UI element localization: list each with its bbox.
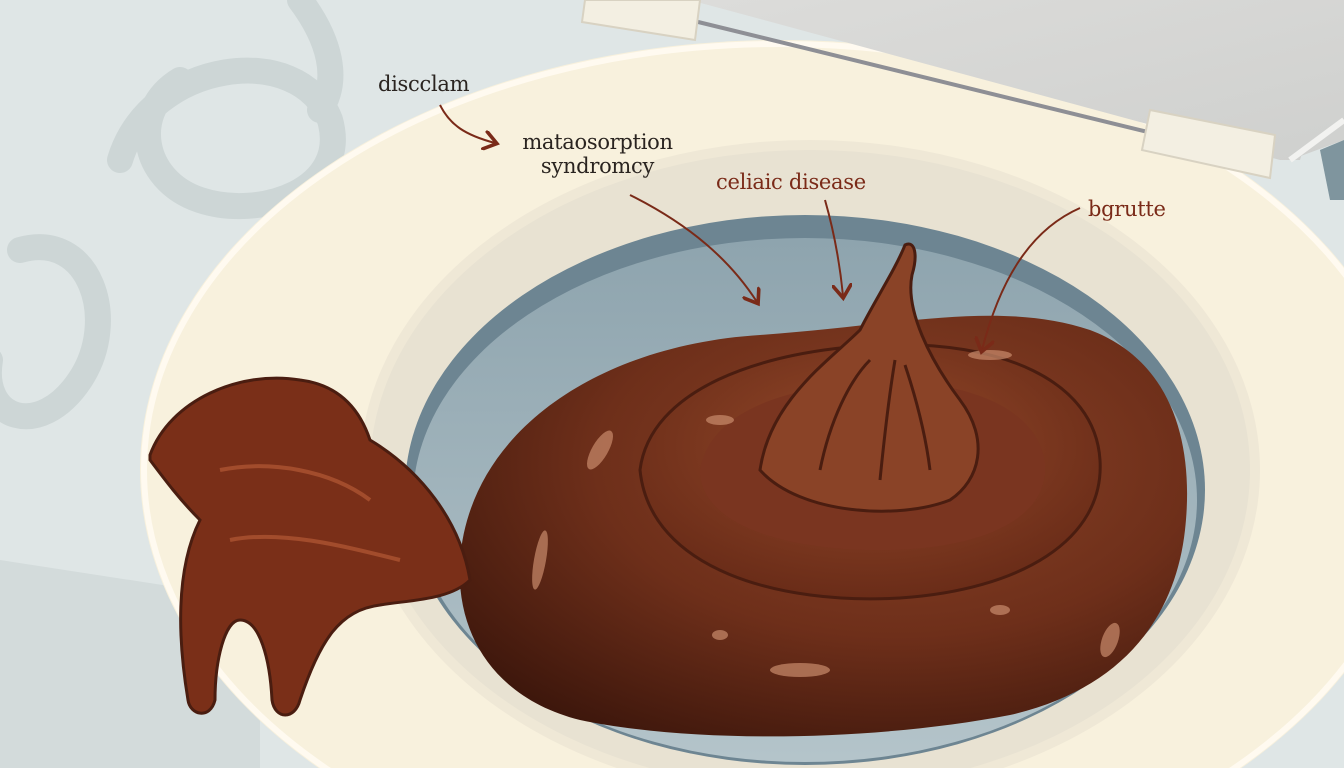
label-bgrutte: bgrutte <box>1088 197 1166 221</box>
label-malabsorption-line2: syndromcy <box>540 154 655 178</box>
arrow-bgrutte <box>982 207 1081 350</box>
label-malabsorption: mataosorption syndromcy <box>505 130 690 178</box>
wall-edge <box>1320 140 1344 200</box>
lid-hinge-left <box>580 0 702 42</box>
label-malabsorption-line1: mataosorption <box>522 130 673 154</box>
label-celiac-disease: celiaic disease <box>716 170 866 194</box>
annotation-arrows <box>439 104 1081 350</box>
lid-hinge-right <box>1140 108 1277 180</box>
arrow-malabsorption <box>629 194 757 302</box>
stool-drape <box>148 376 472 717</box>
stool <box>459 242 1188 737</box>
label-disclaim: discclam <box>378 72 470 96</box>
arrow-celiac <box>824 199 843 296</box>
arrow-disclaim <box>439 104 495 143</box>
